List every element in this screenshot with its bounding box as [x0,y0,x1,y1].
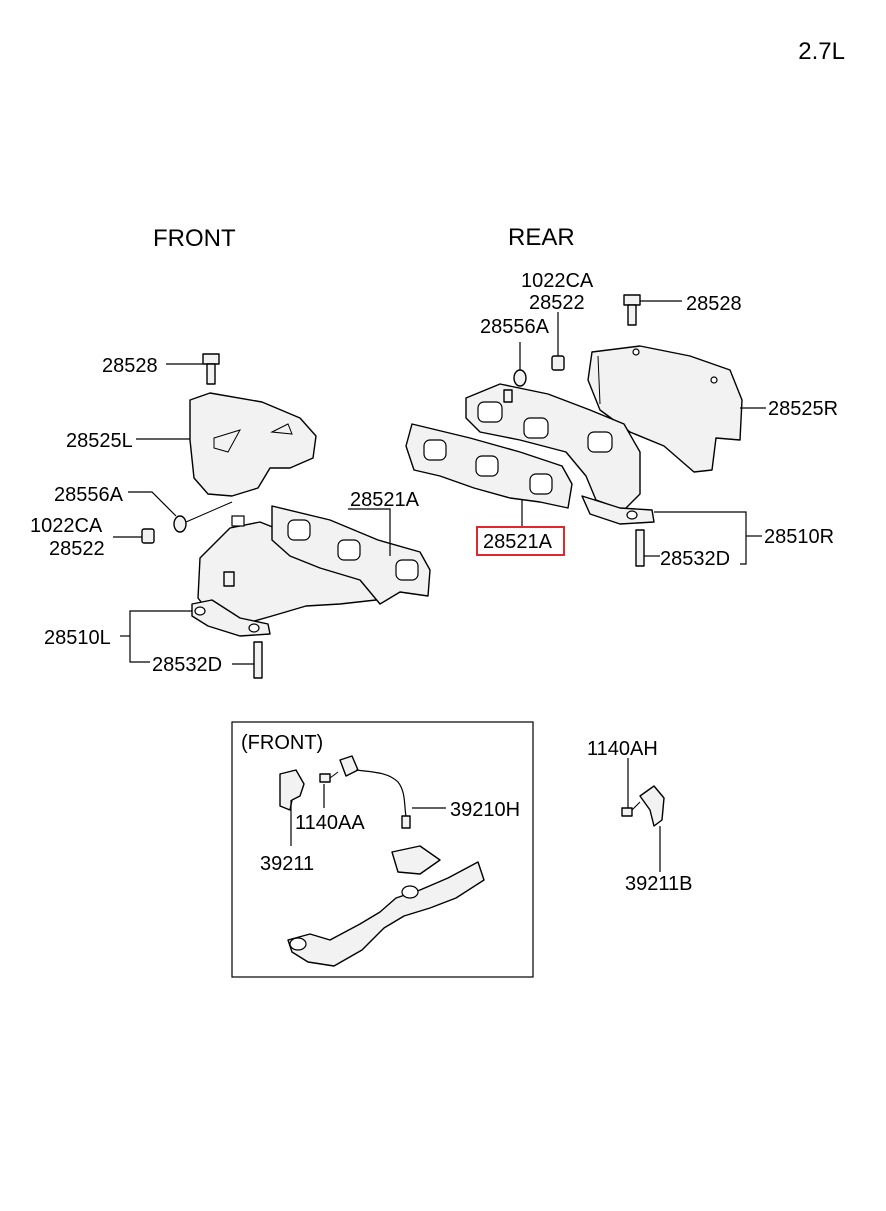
front-bolt[interactable] [202,353,220,385]
label-front-stud: 28532D [152,654,222,676]
section-front-heading: FRONT [153,225,236,252]
label-rear-washer: 28556A [480,316,550,338]
inset-frame [231,721,534,978]
label-rear-heat-shield: 28525R [768,398,838,420]
label-inset-sensor: 39210H [450,799,520,821]
inset-bracket[interactable] [279,769,305,811]
label-inset-bracket: 39211 [260,853,314,875]
label-front-nut-code: 1022CA [30,515,103,537]
rear-assembly [405,294,766,567]
front-assembly [113,353,431,679]
front-heat-shield[interactable] [189,392,317,497]
label-rear-gasket-selected[interactable]: 28521A [483,531,553,553]
front-nut[interactable] [141,528,155,544]
rear-heat-shield[interactable] [587,345,743,473]
side-parts [621,758,665,872]
label-front-bolt: 28528 [102,355,158,377]
inset-oxygen-sensor[interactable] [339,755,359,777]
label-rear-manifold: 28510R [764,526,834,548]
label-front-manifold: 28510L [44,627,111,649]
label-rear-stud: 28532D [660,548,730,570]
label-rear-bolt: 28528 [686,293,742,315]
engine-size-label: 2.7L [798,38,845,65]
label-front-nut: 28522 [49,538,105,560]
inset-parts [279,755,485,967]
rear-nut[interactable] [551,355,565,371]
side-bolt[interactable] [621,801,641,817]
front-stud[interactable] [253,641,263,679]
label-side-bolt: 1140AH [587,738,658,760]
inset-heading: (FRONT) [241,732,323,754]
label-front-gasket: 28521A [350,489,420,511]
label-front-washer: 28556A [54,484,124,506]
side-bracket[interactable] [639,785,665,827]
rear-bolt[interactable] [623,294,641,326]
front-washer[interactable] [173,515,187,533]
inset-bolt[interactable] [319,771,339,783]
label-rear-nut: 28522 [529,292,585,314]
section-rear-heading: REAR [508,224,575,251]
label-rear-nut-code: 1022CA [521,270,594,292]
rear-washer[interactable] [513,369,527,387]
label-front-heat-shield: 28525L [66,430,133,452]
label-inset-bolt: 1140AA [295,812,365,834]
inset-exhaust-pipe[interactable] [287,861,485,967]
rear-stud[interactable] [635,529,645,567]
label-side-bracket: 39211B [625,873,692,895]
selected-part-highlight[interactable] [476,526,565,556]
